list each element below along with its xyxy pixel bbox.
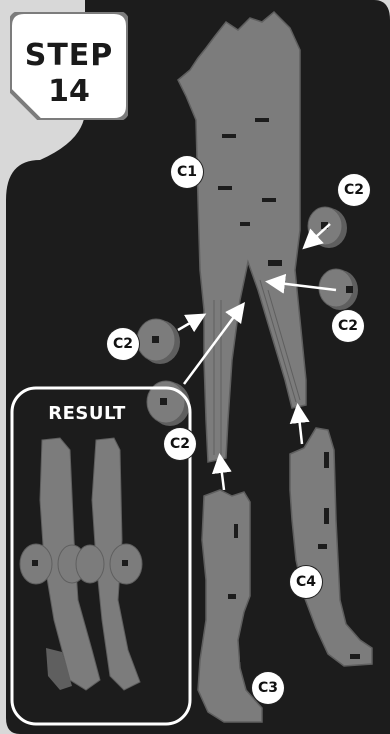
label-c1: C1	[171, 156, 203, 188]
label-c3: C3	[252, 672, 284, 704]
result-title: RESULT	[28, 403, 146, 424]
label-c2-left: C2	[107, 328, 139, 360]
step-number: 14	[16, 74, 122, 109]
label-c4: C4	[290, 566, 322, 598]
label-c2-bottom: C2	[164, 428, 196, 460]
step-label: STEP	[16, 38, 122, 73]
label-c2-mid: C2	[332, 310, 364, 342]
label-c2-top: C2	[338, 174, 370, 206]
